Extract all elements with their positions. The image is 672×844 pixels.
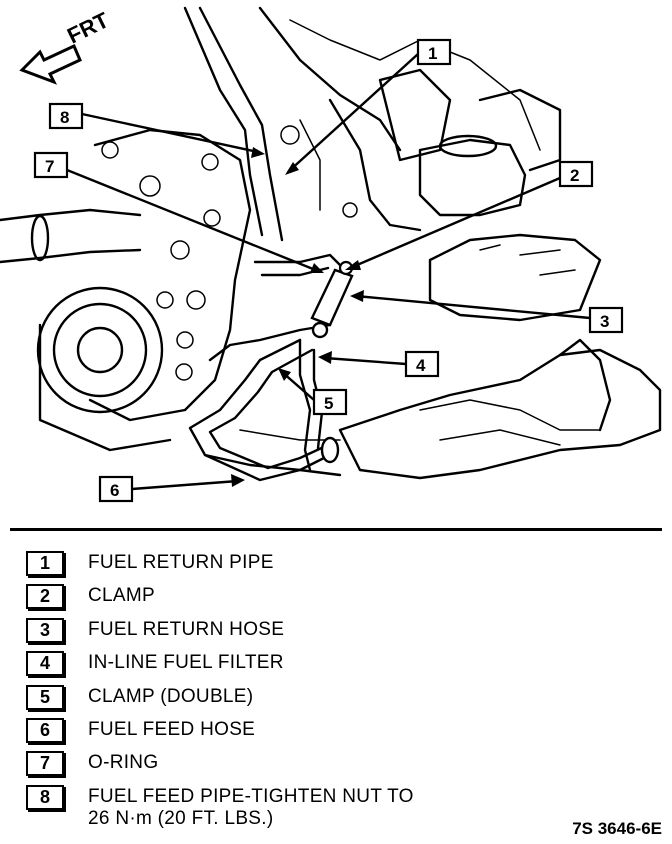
callout-num-8: 8 [60,108,69,127]
legend-number: 6 [26,717,64,743]
legend-label: FUEL FEED PIPE-TIGHTEN NUT TO 26 N·m (20… [88,785,414,829]
leader-7 [66,168,319,273]
leader-8 [81,112,259,154]
legend-label: FUEL RETURN PIPE [88,552,274,573]
legend-number: 3 [26,617,64,643]
legend-label: CLAMP (DOUBLE) [88,685,254,707]
front-arrow-label: FRT [63,7,113,48]
fuel-system-illustration: FRT [0,6,662,503]
callout-num-1: 1 [428,44,437,63]
callout-num-4: 4 [416,356,426,375]
legend-item: 3 FUEL RETURN HOSE [26,616,646,649]
legend-number: 7 [26,751,64,777]
front-arrow: FRT [19,7,113,85]
legend-number: 4 [26,651,64,677]
legend-item: 4 IN-LINE FUEL FILTER [26,649,646,682]
legend-item: 6 FUEL FEED HOSE [26,716,646,749]
leader-6 [131,479,239,491]
callout-num-7: 7 [45,157,54,176]
legend-number: 2 [26,584,64,610]
callout-8: 8 [48,102,84,130]
callout-1: 1 [416,38,452,66]
leader-2 [349,176,561,270]
leader-3 [355,294,591,320]
parts-legend: 1 FUEL RETURN PIPE 2 CLAMP 3 FUEL RETURN… [26,549,646,829]
legend-item: 8 FUEL FEED PIPE-TIGHTEN NUT TO 26 N·m (… [26,783,646,829]
legend-label: O-RING [88,752,159,774]
callout-4: 4 [404,350,440,378]
legend-item: 7 O-RING [26,749,646,782]
legend-item: 5 CLAMP (DOUBLE) [26,683,646,716]
callout-num-6: 6 [110,481,119,500]
legend-number: 5 [26,684,64,710]
callout-2: 2 [558,160,594,188]
engine-line-art [0,6,662,480]
section-divider [10,528,662,531]
figure-code: 7S 3646-6E [572,819,662,838]
leader-1 [287,53,419,173]
leader-lines [66,53,591,491]
callout-num-2: 2 [570,166,579,185]
fuel-lines [188,253,354,482]
legend-label: IN-LINE FUEL FILTER [88,652,284,674]
callout-6: 6 [98,475,134,503]
callout-3: 3 [588,306,624,334]
legend-number: 1 [26,551,64,576]
callout-num-5: 5 [324,394,333,413]
callout-num-3: 3 [600,312,609,331]
legend-item: 2 CLAMP [26,582,646,615]
leader-4 [324,356,407,366]
callout-7: 7 [33,151,69,179]
legend-label: CLAMP [88,585,155,607]
legend-item: 1 FUEL RETURN PIPE [26,549,646,582]
legend-label: FUEL FEED HOSE [88,718,256,740]
legend-label: FUEL RETURN HOSE [88,618,285,640]
callout-5: 5 [312,388,348,416]
legend-number: 8 [26,784,64,810]
